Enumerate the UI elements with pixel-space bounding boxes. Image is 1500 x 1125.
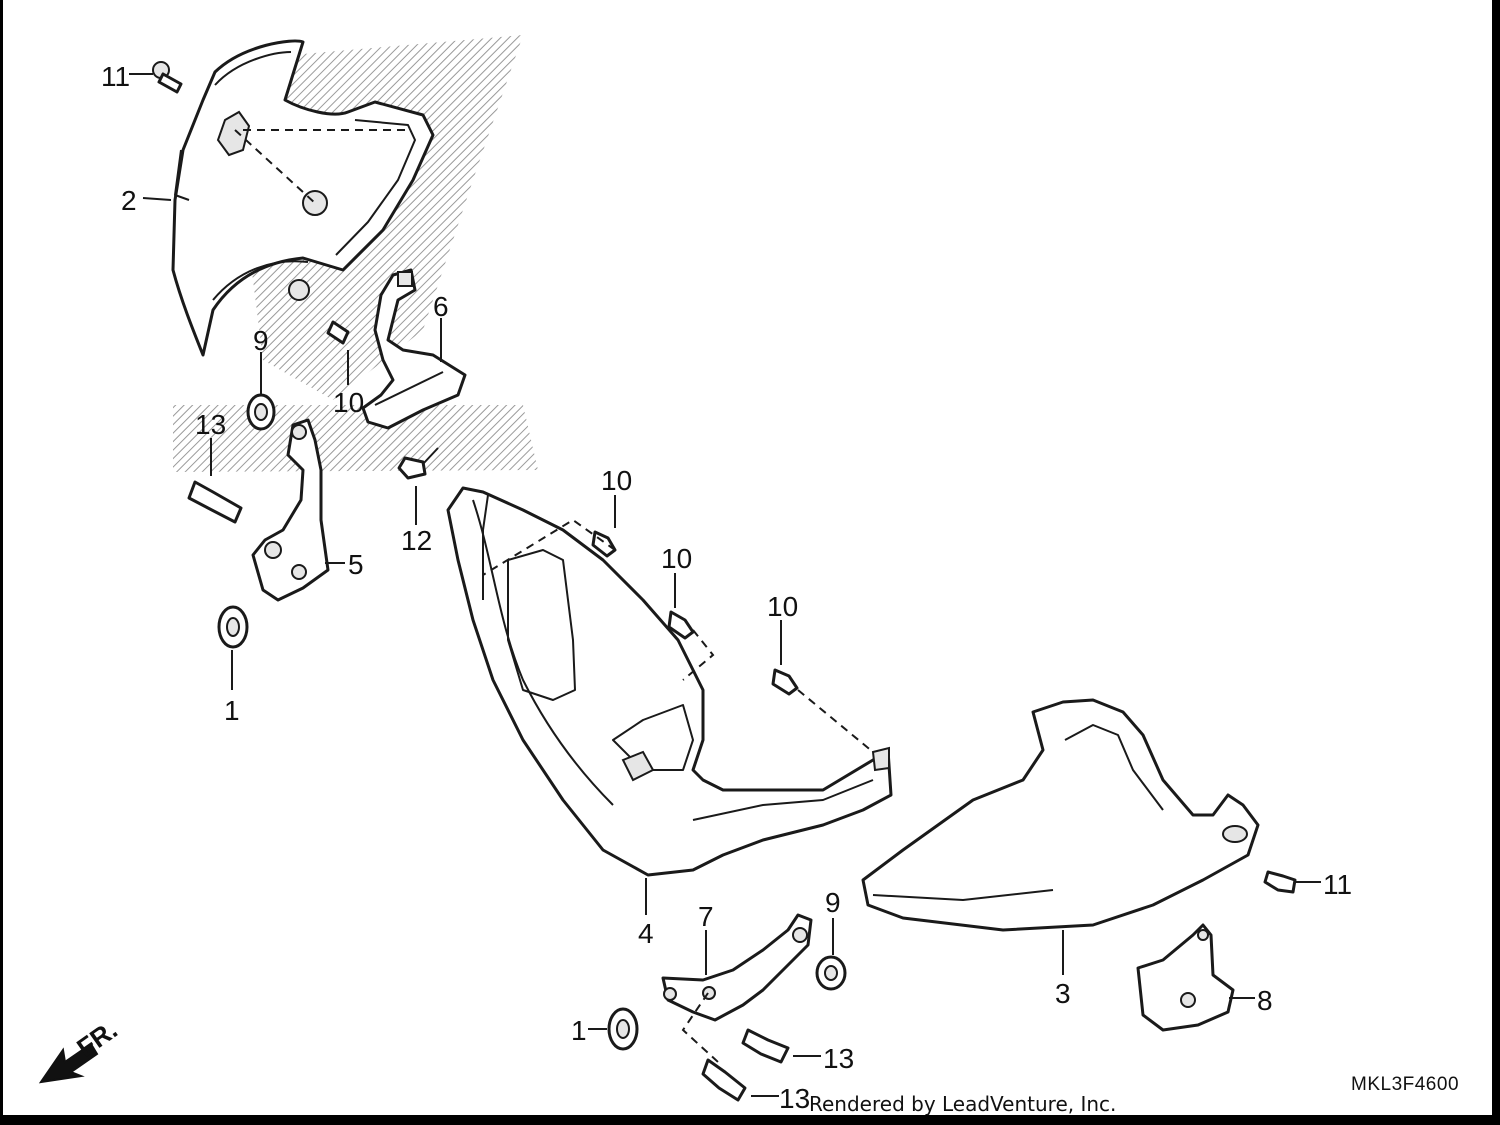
part-5-bracket[interactable] [251, 418, 330, 602]
part-11-clip-upper[interactable] [152, 61, 183, 94]
callout-11-lower: 11 [1323, 869, 1352, 900]
callout-1-upper: 1 [224, 695, 240, 726]
part-13-bolt-lower-right[interactable] [741, 1028, 790, 1064]
part-4-lower-cowl[interactable] [446, 486, 893, 877]
part-13-bolt-lower-left[interactable] [701, 1058, 747, 1102]
callout-13-lower-right: 13 [823, 1043, 854, 1074]
callout-2: 2 [121, 185, 137, 216]
part-8-stay[interactable] [1136, 923, 1235, 1032]
diagram-code: MKL3F4600 [1351, 1074, 1460, 1095]
part-10-screw-upper[interactable] [326, 320, 350, 345]
callout-11-upper: 11 [101, 61, 130, 92]
part-9-nut-upper[interactable] [246, 393, 276, 431]
part-6-stay[interactable] [361, 268, 467, 430]
exploded-view: 11 2 6 9 10 13 5 12 1 10 10 10 4 7 9 3 8… [38, 35, 1352, 1114]
callout-1-lower: 1 [571, 1015, 587, 1046]
callout-9-upper: 9 [253, 325, 269, 356]
callout-10-a: 10 [601, 465, 632, 496]
part-2-upper-cowl[interactable] [171, 39, 435, 357]
callout-4: 4 [638, 918, 654, 949]
callout-10-upper: 10 [333, 387, 364, 418]
part-9-nut-lower[interactable] [815, 955, 847, 991]
callout-6: 6 [433, 291, 449, 322]
callout-9-lower: 9 [825, 887, 841, 918]
part-12-bolt[interactable] [397, 447, 439, 480]
render-credit: Rendered by LeadVenture, Inc. [809, 1092, 1117, 1116]
callout-5: 5 [348, 549, 364, 580]
part-3-under-cover[interactable] [861, 698, 1260, 932]
part-10-screw-c[interactable] [771, 668, 799, 696]
part-7-bracket[interactable] [661, 913, 813, 1022]
callout-13-upper: 13 [195, 409, 226, 440]
callout-10-b: 10 [661, 543, 692, 574]
part-1-grommet-lower[interactable] [607, 1007, 639, 1051]
part-1-grommet-upper[interactable] [217, 605, 249, 649]
part-10-screw-a[interactable] [591, 530, 617, 558]
callout-3: 3 [1055, 978, 1071, 1009]
callout-13-lower-left: 13 [779, 1083, 810, 1114]
callout-8: 8 [1257, 985, 1273, 1016]
front-direction-arrow-icon: FR. [38, 1014, 123, 1084]
callout-12: 12 [401, 525, 432, 556]
part-13-bolt-upper[interactable] [187, 480, 243, 524]
callout-10-c: 10 [767, 591, 798, 622]
part-11-clip-lower[interactable] [1263, 870, 1297, 894]
part-10-screw-b[interactable] [667, 610, 695, 640]
callout-7: 7 [698, 901, 714, 932]
